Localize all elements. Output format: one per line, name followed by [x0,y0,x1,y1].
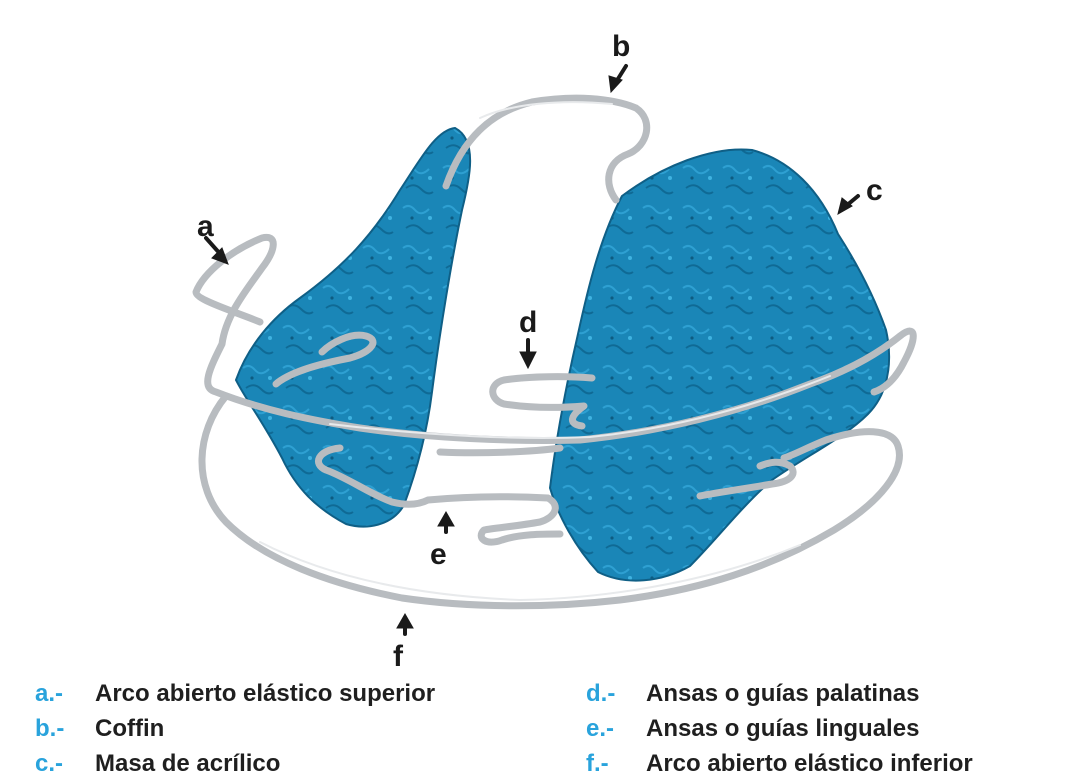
legend-text: Ansas o guías palatinas [646,680,919,708]
legend-key: b.- [35,715,95,743]
legend-item: d.- Ansas o guías palatinas [586,676,973,711]
acrylic-mass-left [236,128,470,527]
callout-label-b: b [612,32,630,62]
legend-text: Arco abierto elástico inferior [646,750,973,778]
coffin-wire [446,98,647,200]
legend-key: f.- [586,750,646,778]
callout-label-a: a [197,212,214,242]
connector-wire [440,448,560,453]
legend-key: d.- [586,680,646,708]
legend-right-column: d.- Ansas o guías palatinas e.- Ansas o … [586,676,973,781]
legend-key: e.- [586,715,646,743]
legend-text: Arco abierto elástico superior [95,680,435,708]
callout-label-f: f [393,642,403,672]
legend-left-column: a.- Arco abierto elástico superior b.- C… [35,676,435,781]
legend-item: f.- Arco abierto elástico inferior [586,746,973,781]
legend-text: Ansas o guías linguales [646,715,919,743]
legend-item: e.- Ansas o guías linguales [586,711,973,746]
legend-text: Coffin [95,715,164,743]
legend-key: a.- [35,680,95,708]
legend-text: Masa de acrílico [95,750,280,778]
callout-label-c: c [866,176,883,206]
legend-item: c.- Masa de acrílico [35,746,435,781]
legend-item: b.- Coffin [35,711,435,746]
callout-label-e: e [430,540,447,570]
legend-item: a.- Arco abierto elástico superior [35,676,435,711]
callout-label-d: d [519,308,537,338]
legend-key: c.- [35,750,95,778]
appliance-illustration [0,0,1091,670]
